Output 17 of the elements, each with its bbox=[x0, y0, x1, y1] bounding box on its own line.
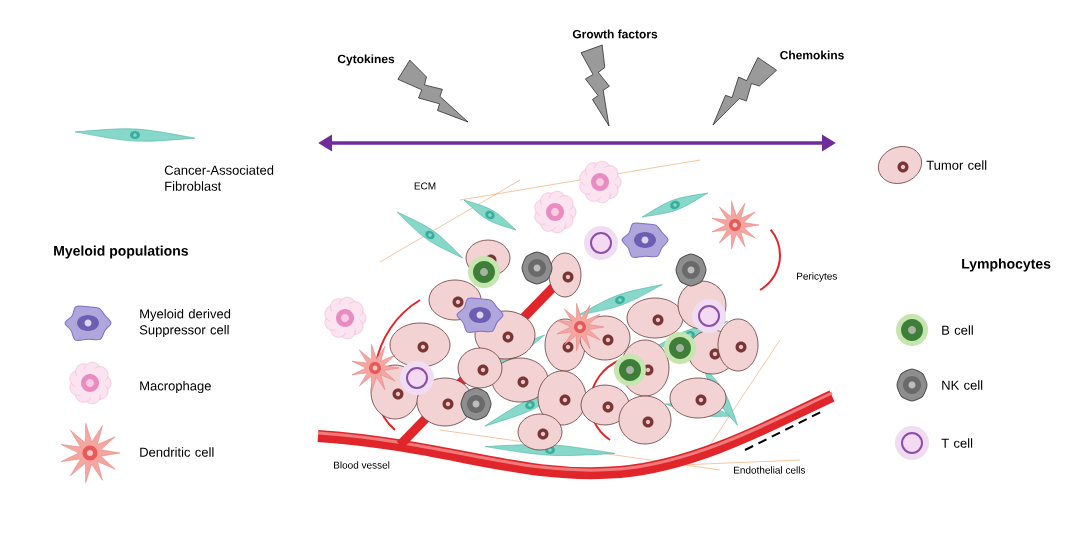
legend-label: T cell bbox=[941, 438, 973, 448]
legend-label: NK cell bbox=[942, 380, 983, 390]
legend-label: Dendritic cell bbox=[140, 447, 214, 457]
heading: Myeloid populations bbox=[54, 245, 188, 259]
heading: Lymphocytes bbox=[962, 258, 1051, 272]
label: Growth factors bbox=[572, 29, 658, 39]
label: Chemokins bbox=[780, 50, 844, 60]
legend-label: Cancer-Associated Fibroblast bbox=[164, 165, 274, 191]
label: Blood vessel bbox=[334, 461, 390, 469]
legend-label: Macrophage bbox=[140, 380, 211, 394]
label: ECM bbox=[414, 182, 436, 190]
label: Endothelial cells bbox=[734, 466, 806, 474]
legend-label: Tumor cell bbox=[926, 160, 987, 170]
legend-label: Myeloid derived Suppressor cell bbox=[139, 308, 231, 338]
label: Cytokines bbox=[337, 54, 395, 66]
legend-label: B cell bbox=[942, 325, 973, 335]
label: Pericytes bbox=[797, 272, 837, 282]
